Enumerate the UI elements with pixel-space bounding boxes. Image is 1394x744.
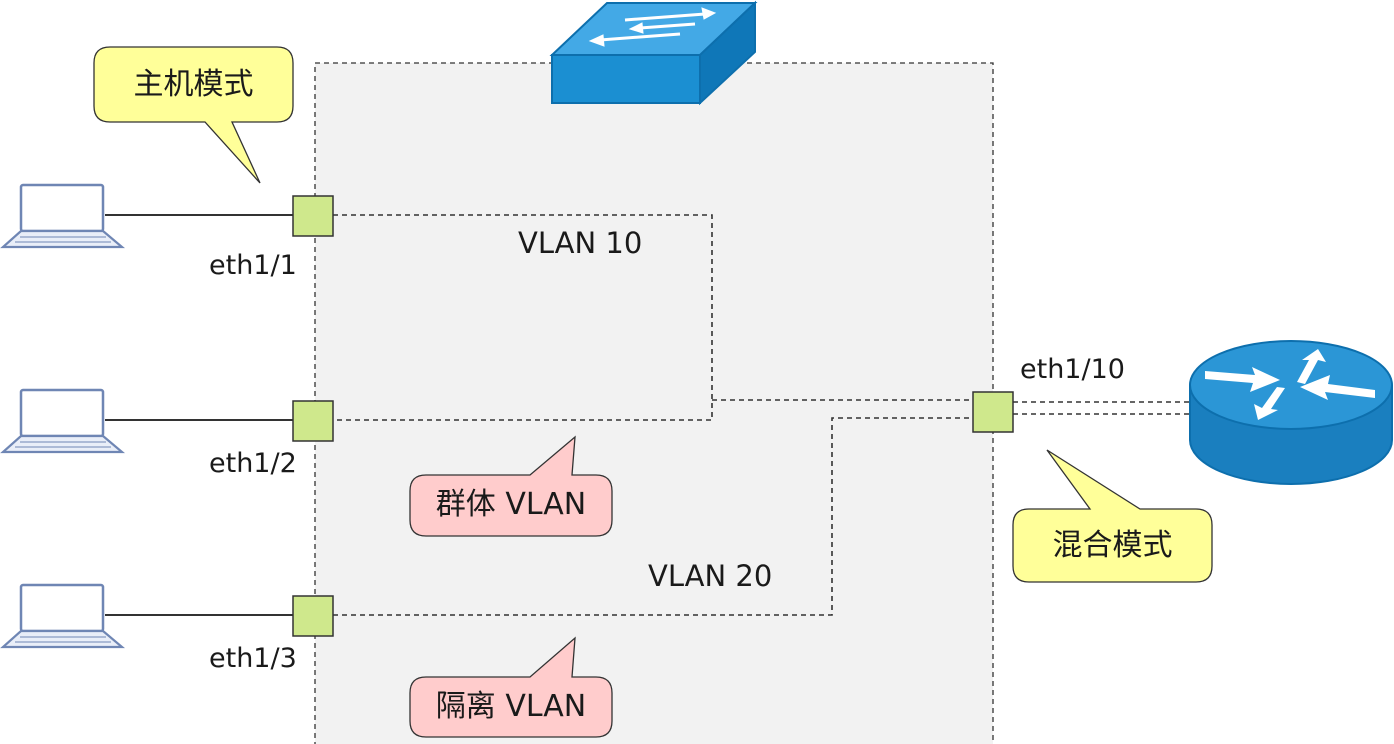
community-vlan-label: 群体 VLAN	[435, 487, 587, 522]
switch-boundary	[314, 62, 994, 744]
port-label-eth1-3: eth1/3	[209, 643, 297, 674]
host-mode-label: 主机模式	[133, 67, 254, 102]
port-label-eth1-2: eth1/2	[209, 448, 297, 479]
port-eth1-1[interactable]	[292, 195, 334, 237]
promiscuous-mode-label: 混合模式	[1052, 528, 1173, 563]
laptop-icon	[0, 583, 126, 649]
callout-promiscuous-mode	[1012, 449, 1213, 583]
isolated-vlan-label: 隔离 VLAN	[435, 689, 587, 724]
port-label-eth1-10: eth1/10	[1020, 354, 1125, 385]
port-label-eth1-1: eth1/1	[209, 250, 297, 281]
port-eth1-3[interactable]	[292, 595, 334, 637]
vlan20-path	[333, 417, 974, 616]
switch-icon	[549, 0, 758, 106]
vlan20-label: VLAN 20	[648, 559, 773, 593]
port-eth1-2[interactable]	[292, 400, 334, 442]
laptop-icon	[0, 183, 126, 249]
callout-isolated-vlan	[409, 636, 613, 738]
callout-host-mode	[93, 46, 294, 184]
vlan10-label: VLAN 10	[518, 226, 643, 260]
port-eth1-10[interactable]	[972, 391, 1014, 433]
trunk-link	[1013, 401, 1193, 415]
router-icon	[1189, 340, 1393, 485]
callout-community-vlan	[409, 435, 613, 537]
vlan10-path	[333, 214, 974, 421]
laptop-icon	[0, 388, 126, 454]
